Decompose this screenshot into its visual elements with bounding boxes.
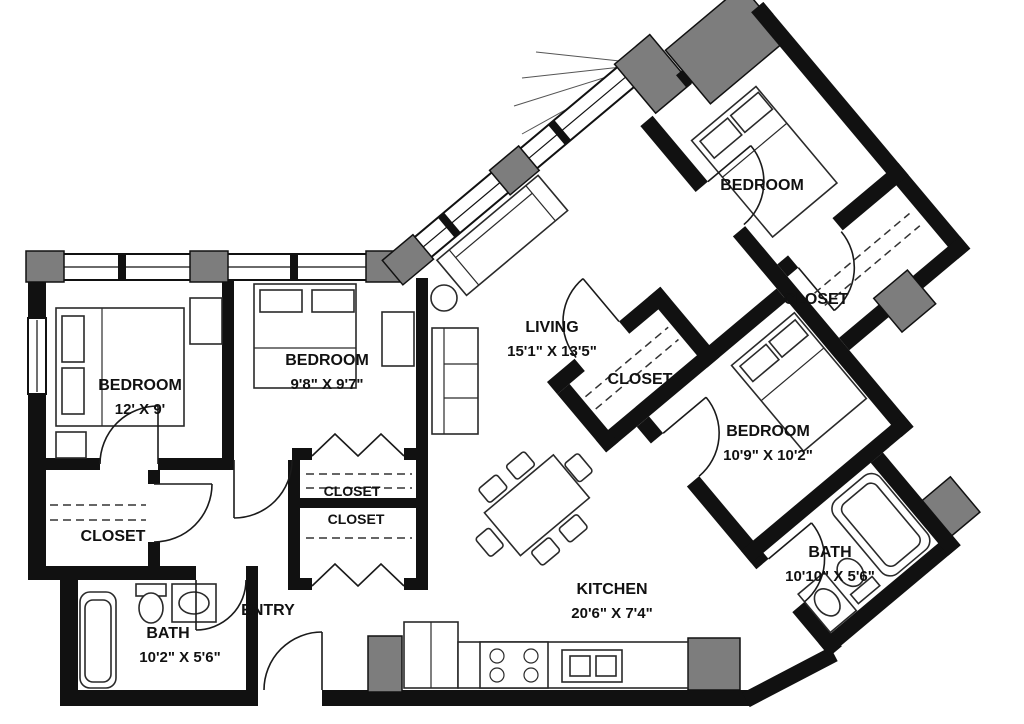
bottom-diagonal-wall xyxy=(742,646,838,708)
kitchen-appliances xyxy=(403,621,689,689)
dresser-icon xyxy=(381,311,415,367)
stair-fan-lines xyxy=(513,51,649,159)
bedroom-top-bed xyxy=(690,85,839,239)
bottom-wall-left xyxy=(60,690,258,706)
bedroom-mid-right-wall xyxy=(416,278,428,460)
closet-left-door xyxy=(153,483,213,543)
label-bath-left-dims: 10'2" X 5'6" xyxy=(139,649,220,666)
window-mullion xyxy=(290,254,298,280)
bedroom-left-door xyxy=(99,405,159,465)
label-bath-right-dims: 10'10" X 5'6" xyxy=(785,568,875,585)
interior-walls xyxy=(46,278,428,706)
bedroom-right-door xyxy=(662,396,720,477)
bottom-wall-right xyxy=(322,690,752,706)
dining-set xyxy=(475,451,593,566)
label-bath-left: BATH xyxy=(146,625,189,642)
label-living: LIVING xyxy=(525,319,578,336)
left-wall xyxy=(28,254,46,580)
bedroom-top-closet-divider xyxy=(832,162,909,231)
label-living-dims: 15'1" X 13'5" xyxy=(507,343,597,360)
bath-left-door xyxy=(195,579,247,631)
label-closet-right: CLOSET xyxy=(784,291,849,308)
bath-left-wall xyxy=(60,580,78,706)
bath-right-bottom-wall xyxy=(818,532,961,656)
bedroom-top-door xyxy=(707,145,765,226)
bedroom-right-top-wall xyxy=(595,288,787,453)
wing-spine-wall xyxy=(732,226,914,438)
living-sofa-diagonal xyxy=(435,174,569,297)
bedroom-right-bed xyxy=(730,311,868,453)
dining-table-icon xyxy=(483,453,591,557)
label-closet-left: CLOSET xyxy=(81,528,146,545)
closet-rods xyxy=(50,473,412,539)
pillow-icon xyxy=(61,315,85,363)
bath-right-right-wall xyxy=(870,452,961,556)
closet-divider xyxy=(300,498,416,508)
structural-posts xyxy=(25,250,741,693)
bedroom-mid-bed xyxy=(253,283,415,389)
chair-icon xyxy=(475,527,504,557)
sink-basin-icon xyxy=(813,588,841,617)
chair-icon xyxy=(478,474,508,503)
label-closet-center: CLOSET xyxy=(608,371,673,388)
label-bedroom-left: BEDROOM xyxy=(98,377,182,394)
label-closet-mid-upper: CLOSET xyxy=(324,483,381,499)
label-bedroom-right-dims: 10'9" X 10'2" xyxy=(723,447,813,464)
sink-basin-icon xyxy=(178,591,210,615)
pillow-icon xyxy=(767,318,810,359)
chair-icon xyxy=(505,451,536,480)
toilet-icon xyxy=(836,557,865,588)
bedroom-left-bed xyxy=(55,297,223,459)
pillow-icon xyxy=(738,343,781,383)
dresser-icon xyxy=(189,297,223,345)
wing-closet-rods xyxy=(584,212,921,410)
window-mullion xyxy=(118,254,126,280)
pillow-icon xyxy=(311,289,355,313)
bath-right-door xyxy=(768,522,826,603)
stove-icon xyxy=(479,641,549,689)
room-labels: LIVING 15'1" X 13'5" BEDROOM 12' X 9' BE… xyxy=(81,177,875,666)
living-furniture xyxy=(430,284,479,435)
label-kitchen: KITCHEN xyxy=(576,581,647,598)
chair-icon xyxy=(558,514,588,543)
front-door xyxy=(263,631,323,691)
toilet-tank-icon xyxy=(849,575,881,605)
closet-center-door xyxy=(562,278,620,359)
sofa-icon xyxy=(431,327,479,435)
label-closet-mid-lower: CLOSET xyxy=(328,511,385,527)
closet-mid-upper-bifold xyxy=(311,432,405,458)
nightstand-icon xyxy=(55,431,87,459)
bath-left-top-wall xyxy=(28,566,196,580)
pillow-icon xyxy=(259,289,303,313)
toilet-icon xyxy=(138,592,164,624)
chair-icon xyxy=(564,453,593,483)
bedroom-mid-door xyxy=(233,459,293,519)
label-entry: ENTRY xyxy=(241,602,295,619)
entry-bath-wall xyxy=(246,566,258,706)
rotated-wing xyxy=(381,0,981,657)
label-bedroom-mid-dims: 9'8" X 9'7" xyxy=(290,376,363,393)
closet-mid-lower-bifold xyxy=(311,562,405,588)
chair-icon xyxy=(531,537,561,566)
pillow-icon xyxy=(61,367,85,415)
pillow-icon xyxy=(729,91,774,134)
bedroom-left-right-wall xyxy=(222,280,234,458)
label-bedroom-right: BEDROOM xyxy=(726,423,810,440)
doors xyxy=(99,405,405,691)
label-bedroom-top: BEDROOM xyxy=(720,177,804,194)
label-bedroom-left-dims: 12' X 9' xyxy=(115,401,166,418)
bedroom-right-bath-divider xyxy=(740,414,914,564)
label-bath-right: BATH xyxy=(808,544,851,561)
label-bedroom-mid: BEDROOM xyxy=(285,352,369,369)
label-kitchen-dims: 20'6" X 7'4" xyxy=(571,605,652,622)
bath-left-fixtures xyxy=(79,583,217,689)
bath-right-fixtures xyxy=(797,472,931,634)
round-table-icon xyxy=(430,284,458,312)
sofa-icon xyxy=(435,174,569,297)
pillow-icon xyxy=(698,116,743,160)
wing-right-wall xyxy=(751,1,971,259)
